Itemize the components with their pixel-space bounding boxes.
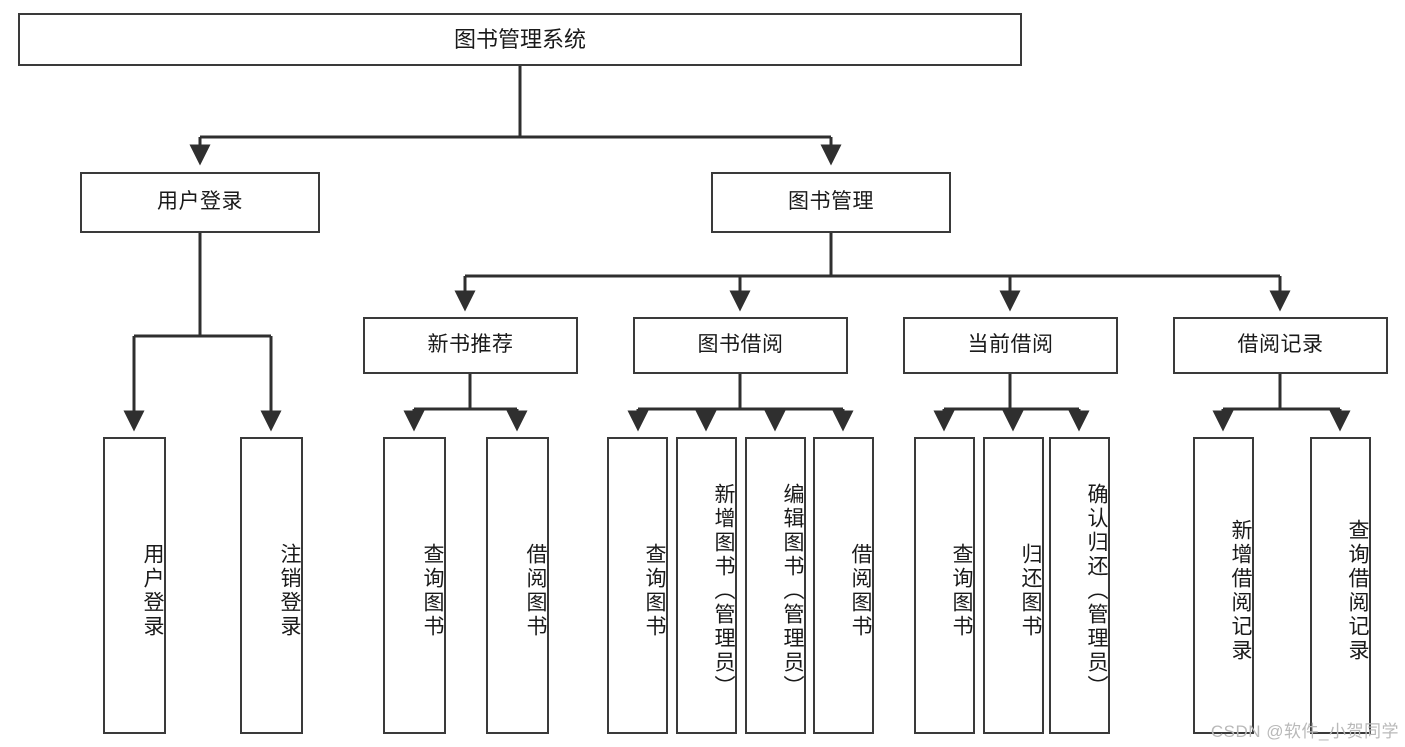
leaf-borrow-book-recommend[interactable]: 借阅图书 (486, 437, 549, 734)
leaf-query-book-current[interactable]: 查询图书 (914, 437, 975, 734)
leaf-query-book-borrow[interactable]: 查询图书 (607, 437, 668, 734)
node-label: 注销登录 (278, 542, 301, 639)
node-label: 用户登录 (157, 190, 243, 214)
leaf-borrow-book[interactable]: 借阅图书 (813, 437, 874, 734)
node-book-borrow[interactable]: 图书借阅 (633, 317, 848, 374)
node-label: 当前借阅 (967, 333, 1054, 357)
node-current-borrow[interactable]: 当前借阅 (903, 317, 1118, 374)
leaf-query-borrow-record[interactable]: 查询借阅记录 (1310, 437, 1371, 734)
node-label: 用户登录 (141, 542, 164, 639)
node-label: 借阅图书 (524, 542, 547, 639)
node-label: 查询图书 (643, 542, 666, 639)
node-label: 归还图书 (1019, 542, 1042, 639)
leaf-user-logout[interactable]: 注销登录 (240, 437, 303, 734)
node-label: 图书借阅 (697, 333, 784, 357)
leaf-confirm-return-admin[interactable]: 确认归还（管理员） (1049, 437, 1110, 734)
node-label: 查询图书 (950, 542, 973, 639)
watermark-text: CSDN @软件_小贺同学 (1210, 722, 1399, 741)
node-new-book-recommend[interactable]: 新书推荐 (363, 317, 578, 374)
leaf-return-book[interactable]: 归还图书 (983, 437, 1044, 734)
node-label: 图书管理 (788, 190, 874, 214)
node-label: 确认归还（管理员） (1085, 482, 1108, 699)
leaf-add-book-admin[interactable]: 新增图书（管理员） (676, 437, 737, 734)
node-label: 新增图书（管理员） (712, 482, 735, 699)
node-book-manage[interactable]: 图书管理 (711, 172, 951, 233)
node-label: 借阅记录 (1237, 333, 1324, 357)
leaf-user-login[interactable]: 用户登录 (103, 437, 166, 734)
node-label: 图书管理系统 (453, 26, 586, 52)
node-root-system[interactable]: 图书管理系统 (18, 13, 1022, 66)
node-borrow-record[interactable]: 借阅记录 (1173, 317, 1388, 374)
node-label: 借阅图书 (849, 542, 872, 639)
node-label: 查询借阅记录 (1346, 518, 1369, 663)
node-label: 新增借阅记录 (1229, 518, 1252, 663)
leaf-query-book-recommend[interactable]: 查询图书 (383, 437, 446, 734)
node-user-login[interactable]: 用户登录 (80, 172, 320, 233)
leaf-add-borrow-record[interactable]: 新增借阅记录 (1193, 437, 1254, 734)
leaf-edit-book-admin[interactable]: 编辑图书（管理员） (745, 437, 806, 734)
node-label: 新书推荐 (427, 333, 514, 357)
node-label: 查询图书 (421, 542, 444, 639)
node-label: 编辑图书（管理员） (781, 482, 804, 699)
